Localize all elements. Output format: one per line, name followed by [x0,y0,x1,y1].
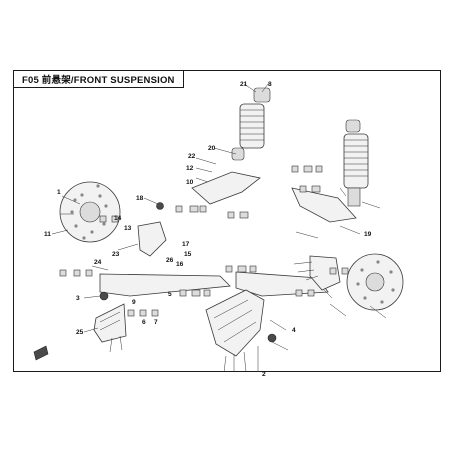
left-upper-arm [191,171,261,205]
callout-10: 10 [186,179,194,186]
callout-25: 25 [76,329,84,336]
left-guard [93,303,127,343]
callout-26: 26 [166,257,174,264]
callout-19: 19 [364,231,372,238]
left-shock-absorber [231,87,271,161]
callout-14: 14 [114,215,122,222]
callout-7: 7 [154,319,158,326]
callout-11: 11 [44,231,51,238]
right-lower-arm [235,271,329,297]
left-knuckle [137,221,167,257]
hardware-sets [59,165,349,317]
callout-23: 23 [112,251,120,258]
callout-8: 8 [268,81,272,88]
callout-4: 4 [292,327,296,334]
callout-16: 16 [176,261,184,268]
callout-15: 15 [184,251,192,258]
right-shock-absorber [343,119,369,207]
callout-numbers: 1 11 21 8 20 12 10 22 18 14 13 23 17 16 … [44,81,372,378]
callout-9: 9 [132,299,136,306]
left-brake-disc [59,181,121,243]
left-lower-arm [99,273,231,297]
right-brake-disc [346,253,404,311]
callout-5: 5 [168,291,172,298]
callout-22: 22 [188,153,196,160]
leader-lines [51,83,387,373]
callout-21: 21 [240,81,248,88]
callout-1: 1 [57,189,61,196]
callout-18: 18 [136,195,144,202]
right-guard [205,289,265,357]
callout-3: 3 [76,295,80,302]
callout-24: 24 [94,259,102,266]
front-direction-icon [33,345,49,361]
diagram-title: F05 前悬架/FRONT SUSPENSION [22,75,175,86]
callout-13: 13 [124,225,132,232]
callout-12: 12 [186,165,194,172]
right-upper-arm [291,187,357,223]
callout-6: 6 [142,319,146,326]
callout-20: 20 [208,145,216,152]
title-box: F05 前悬架/FRONT SUSPENSION [14,71,184,88]
right-knuckle [309,255,341,291]
callout-2: 2 [262,371,266,378]
callout-17: 17 [182,241,190,248]
